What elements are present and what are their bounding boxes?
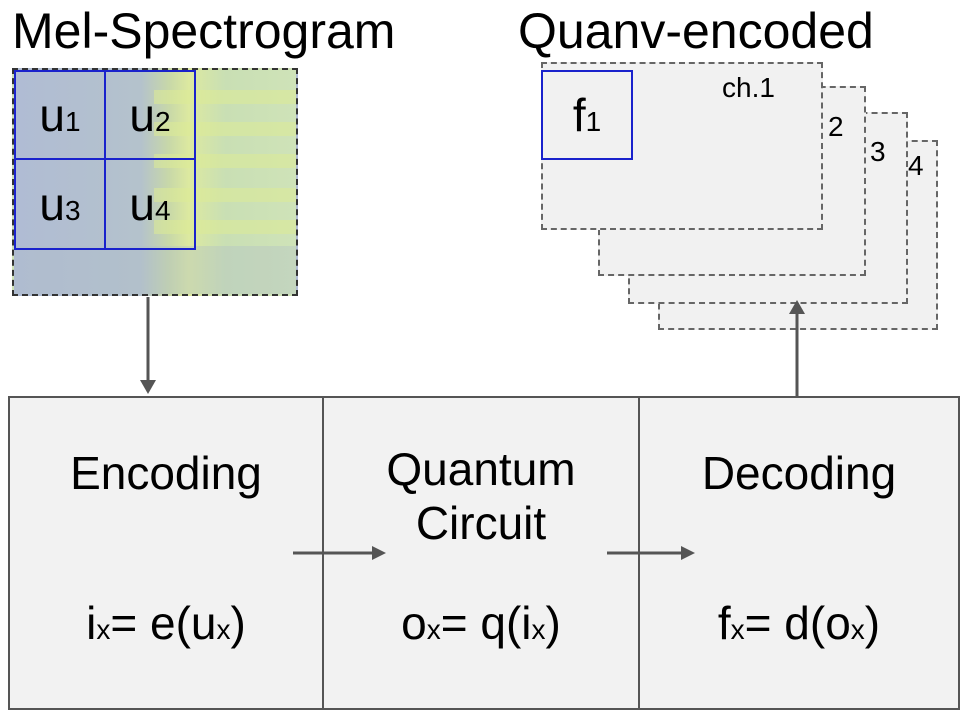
mel-spectrogram-image xyxy=(12,68,298,296)
arrow-head-up xyxy=(789,300,805,314)
encoding-stage-title: Encoding xyxy=(70,447,262,499)
channel-label-2: 2 xyxy=(828,111,844,142)
mel-spectrogram-title: Mel-Spectrogram xyxy=(12,3,396,59)
quantum-circuit-formula: ox= q(ix) xyxy=(401,597,561,649)
channel-label-4: 4 xyxy=(908,150,924,181)
arrow-head-right-2 xyxy=(681,546,695,560)
quanv-encoded-title: Quanv-encoded xyxy=(518,3,874,59)
arrow-head-right-1 xyxy=(372,546,386,560)
channel-label-1: ch.1 xyxy=(722,72,775,103)
decoding-stage-title: Decoding xyxy=(701,447,897,499)
arrow-head-down xyxy=(140,380,156,394)
encoding-stage: Encoding ix= e(ux) xyxy=(8,396,324,710)
channel-label-3: 3 xyxy=(870,136,886,167)
decoding-formula: fx= d(ox) xyxy=(717,597,881,649)
quantum-circuit-stage-title: Quantum Circuit xyxy=(386,443,576,549)
encoding-formula: ix= e(ux) xyxy=(86,597,246,649)
